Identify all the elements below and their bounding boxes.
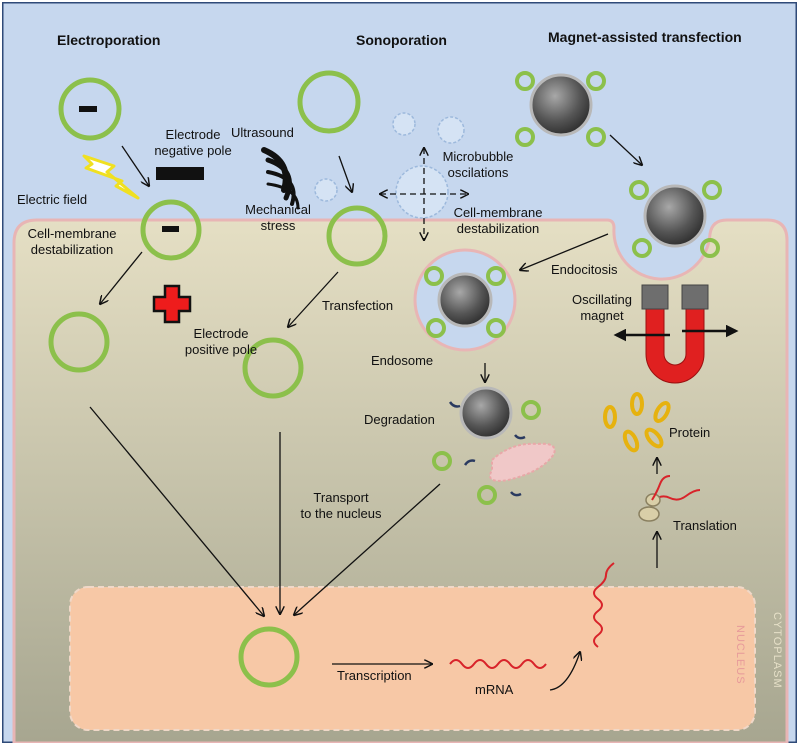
header-magnet-assisted: Magnet-assisted transfection <box>548 29 742 45</box>
label-transfection: Transfection <box>322 298 394 313</box>
arrow <box>520 233 609 270</box>
negative-charge-icon <box>79 106 97 112</box>
arrow <box>100 251 143 304</box>
ribosome-icon <box>638 475 701 522</box>
label-protein: Protein <box>669 425 711 440</box>
magnetic-nanoparticle-complex <box>629 180 722 258</box>
plasmid-ring <box>58 77 122 141</box>
electrode-positive-plus-icon <box>152 284 192 324</box>
arrow <box>89 406 264 616</box>
label-transcription: Transcription <box>337 668 412 683</box>
mrna-strand <box>449 659 547 669</box>
arrow <box>294 483 441 615</box>
label-degradation: Degradation <box>364 412 435 427</box>
mrna-strand <box>593 562 615 648</box>
electrode-negative-bar <box>156 167 204 180</box>
plasmid-ring <box>297 70 361 134</box>
arrow <box>338 155 352 192</box>
label-electric-field: Electric field <box>17 192 88 207</box>
degradation-fragments <box>432 386 556 505</box>
nucleus <box>69 586 756 731</box>
label-nucleus: NUCLEUS <box>734 625 746 685</box>
label-mrna: mRNA <box>475 682 514 697</box>
arrow <box>121 145 149 186</box>
plasmid-ring <box>48 311 110 373</box>
header-electroporation: Electroporation <box>57 32 161 48</box>
protein-icons <box>603 392 671 453</box>
lightning-icon <box>82 154 140 200</box>
magnetic-nanoparticle-complex <box>515 71 606 147</box>
plasmid-ring <box>140 199 202 261</box>
plasmid-ring <box>242 337 304 399</box>
magnetic-nanoparticle-complex <box>424 266 506 338</box>
header-sonoporation: Sonoporation <box>356 32 447 48</box>
plasmid-ring <box>326 205 388 267</box>
label-cytoplasm: CYTOPLASM <box>771 612 783 689</box>
oscillating-magnet-icon <box>613 284 739 384</box>
arrow <box>549 652 580 691</box>
plasmid-ring <box>238 626 300 688</box>
label-endocitosis: Endocitosis <box>551 262 618 277</box>
label-endosome: Endosome <box>371 353 434 368</box>
negative-charge-icon <box>162 226 179 232</box>
label-translation: Translation <box>673 518 737 533</box>
arrow <box>609 134 642 165</box>
ultrasound-waves-icon <box>261 147 300 210</box>
label-ultrasound: Ultrasound <box>231 125 294 140</box>
arrow <box>288 271 339 327</box>
